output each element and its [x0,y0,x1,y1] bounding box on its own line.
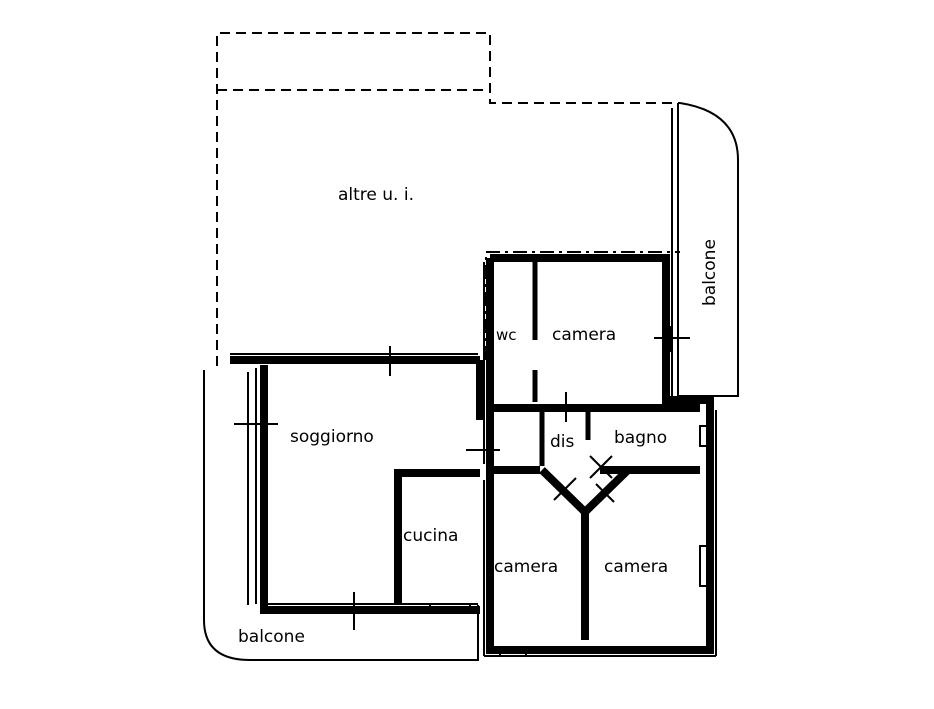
label-cucina: cucina [403,526,458,546]
living-block-walls [230,353,484,614]
label-dis: dis [550,432,575,452]
right-balcony [671,102,739,397]
bedroom-block-walls [483,254,717,657]
label-camera-right: camera [604,557,668,577]
label-balcone-bottom: balcone [238,627,305,647]
label-altre-ui: altre u. i. [338,185,414,205]
label-soggiorno: soggiorno [290,427,374,447]
label-balcone-right: balcone [700,239,720,306]
label-camera-top: camera [552,325,616,345]
label-wc: wc [496,326,517,344]
label-bagno: bagno [614,428,667,448]
label-camera-left: camera [494,557,558,577]
opening-markers [234,326,709,657]
other-units-outline [216,32,680,366]
bottom-left-balcony [203,370,479,661]
